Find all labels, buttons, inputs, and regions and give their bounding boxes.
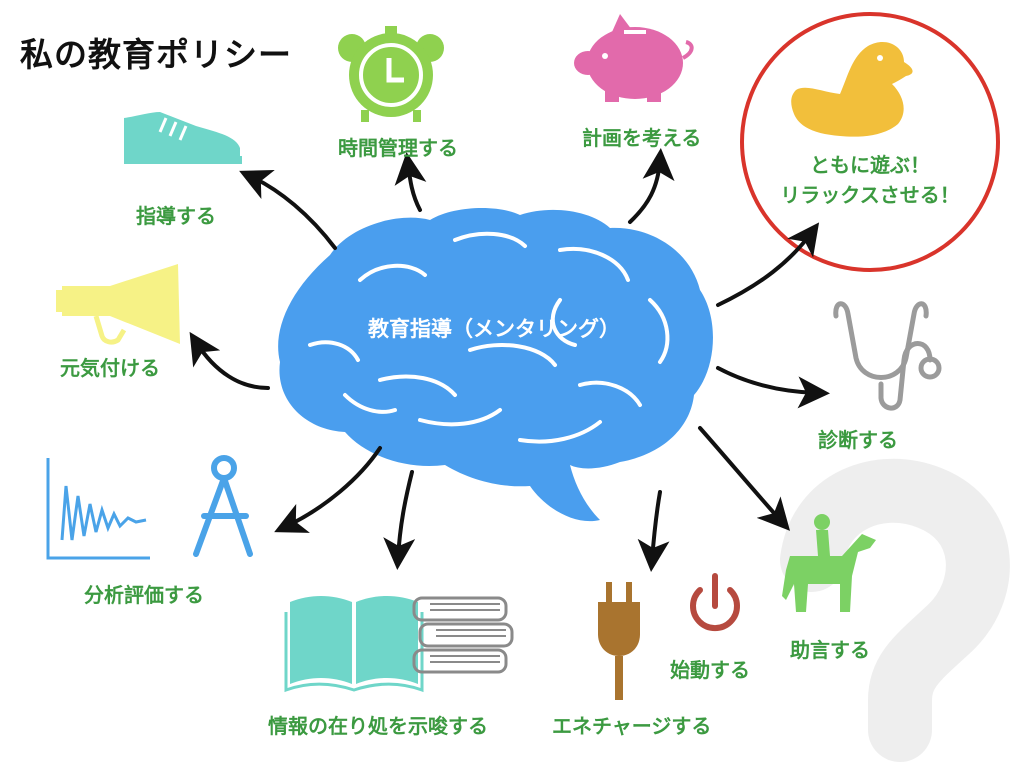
arrow-to-advise: [698, 426, 791, 531]
page-title: 私の教育ポリシー: [20, 35, 292, 74]
label-play-line2: リラックスさせる！: [780, 183, 960, 207]
question-mark-icon: [780, 458, 1010, 762]
drafting-compass-icon: [193, 455, 253, 557]
label-time-management: 時間管理する: [338, 136, 458, 160]
label-charge: エネチャージする: [552, 714, 712, 738]
arrow-to-guide: [239, 169, 337, 250]
arrow-to-play: [716, 222, 820, 307]
label-encourage: 元気付ける: [60, 356, 160, 380]
label-analyze: 分析評価する: [84, 583, 204, 607]
label-info: 情報の在り処を示唆する: [268, 714, 488, 738]
plug-icon: [598, 582, 640, 700]
label-play-line1: ともに遊ぶ！: [810, 153, 930, 177]
arrow-to-charge: [637, 490, 670, 572]
center-label: 教育指導（メンタリング）: [368, 317, 620, 341]
arrow-to-plan: [628, 148, 675, 224]
stacked-books-icon: [412, 596, 514, 674]
label-advise: 助言する: [790, 638, 870, 662]
shoe-icon: [124, 112, 242, 164]
label-play: ともに遊ぶ！ リラックスさせる！: [750, 150, 990, 210]
open-book-icon: [284, 596, 424, 693]
waveform-chart-icon: [46, 458, 150, 560]
label-diagnose: 診断する: [818, 428, 898, 452]
horse-rider-icon: [782, 514, 876, 612]
megaphone-icon: [56, 264, 180, 345]
arrow-to-diagnose: [716, 366, 830, 409]
arrow-to-encourage: [189, 331, 270, 390]
label-start: 始動する: [670, 658, 750, 682]
arrow-to-analyze: [274, 446, 382, 533]
alarm-clock-icon: [338, 26, 444, 122]
stethoscope-icon: [833, 301, 942, 411]
arrow-to-time: [394, 152, 427, 212]
highlight-circle: [740, 12, 1000, 272]
arrow-to-info: [383, 470, 416, 570]
duck-icon: [791, 41, 913, 137]
label-plan: 計画を考える: [582, 126, 702, 150]
piggy-bank-icon: [574, 14, 694, 102]
label-guide: 指導する: [136, 204, 216, 228]
power-icon: [690, 573, 740, 632]
brain-icon: [278, 208, 713, 522]
